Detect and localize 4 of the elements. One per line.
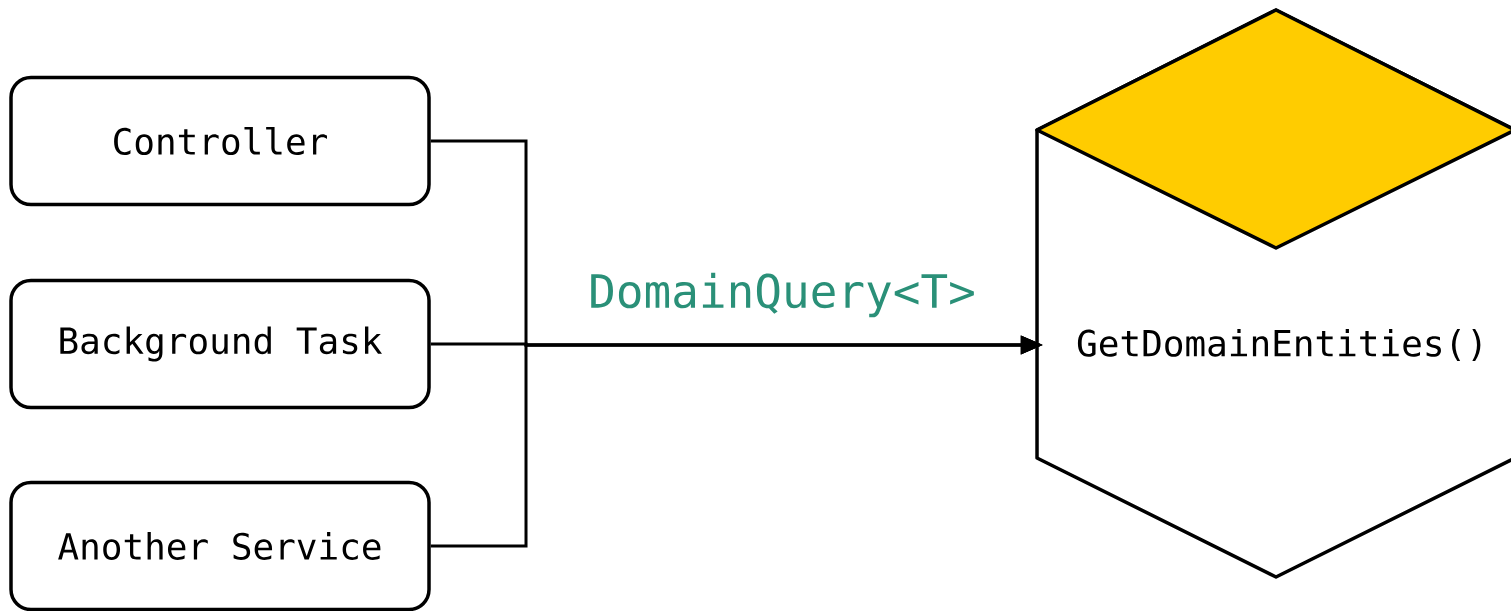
edge-label: DomainQuery<T> (591, 272, 974, 318)
process-box: Background Task (9, 278, 431, 410)
process-box: Controller (9, 75, 431, 207)
process-box: Another Service (9, 480, 431, 611)
